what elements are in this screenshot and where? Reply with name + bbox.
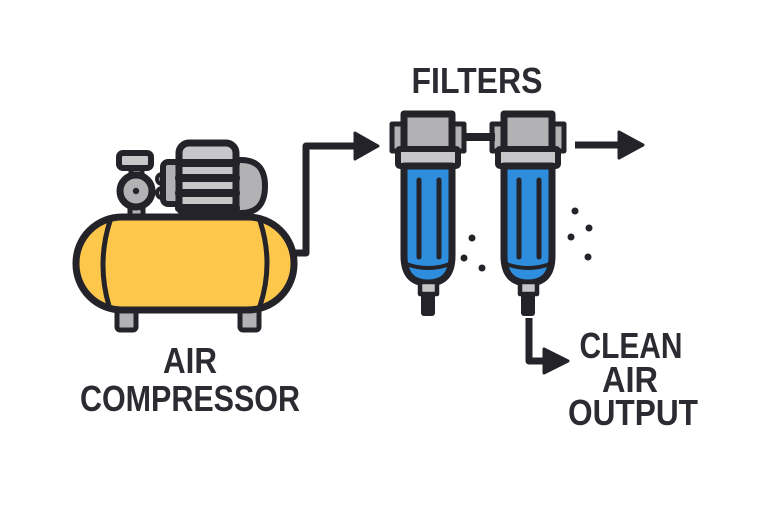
air-specks — [460, 207, 593, 272]
tank-band-right — [257, 218, 270, 309]
speck — [460, 254, 468, 262]
speck — [478, 264, 486, 272]
filter-unit-1 — [389, 110, 467, 316]
motor-cooling-fins — [175, 159, 240, 212]
compressor-motor — [155, 139, 268, 219]
label-air-compressor-line2: COMPRESSOR — [80, 378, 300, 419]
filter-drain-stem — [521, 292, 535, 316]
clean-air-pipe — [525, 318, 546, 365]
filter-unit-2 — [489, 110, 567, 316]
filter-head — [500, 110, 556, 155]
arrowhead-to-filters-icon — [353, 131, 380, 161]
gauge-top-cap — [116, 150, 154, 171]
label-filters: FILTERS — [412, 60, 543, 101]
speck — [584, 253, 592, 261]
arrow-clean-air-output — [525, 318, 570, 375]
label-air-compressor-line1: AIR — [163, 340, 217, 381]
arrowhead-clean-air-icon — [542, 347, 570, 375]
motor-fin — [175, 174, 240, 182]
motor-end-cap — [233, 157, 268, 216]
tank-band-left — [100, 218, 113, 309]
filter-bowl-seam — [404, 262, 452, 270]
pipe-compressor-outlet — [291, 142, 357, 257]
filter-head — [400, 110, 456, 155]
motor-fin — [175, 159, 240, 167]
filter-drain-stem — [421, 292, 435, 316]
speck — [571, 207, 579, 215]
arrowhead-output-icon — [617, 130, 645, 160]
air-compressor-illustration — [72, 139, 298, 333]
arrow-filters-output — [575, 130, 645, 160]
compressor-tank — [72, 213, 298, 314]
arrow-compressor-to-filters — [291, 131, 380, 257]
speck — [567, 233, 575, 241]
motor-fin — [175, 204, 240, 212]
motor-fin — [175, 189, 240, 197]
gauge-needle-pin — [132, 187, 140, 195]
filter-bowl-seam — [504, 262, 552, 270]
pressure-gauge — [116, 150, 156, 221]
speck — [585, 224, 593, 232]
speck — [468, 234, 476, 242]
label-clean-air-line1: CLEAN — [580, 325, 683, 366]
label-clean-air-line2: AIR — [602, 359, 658, 400]
label-clean-air-line3: OUTPUT — [568, 392, 698, 433]
